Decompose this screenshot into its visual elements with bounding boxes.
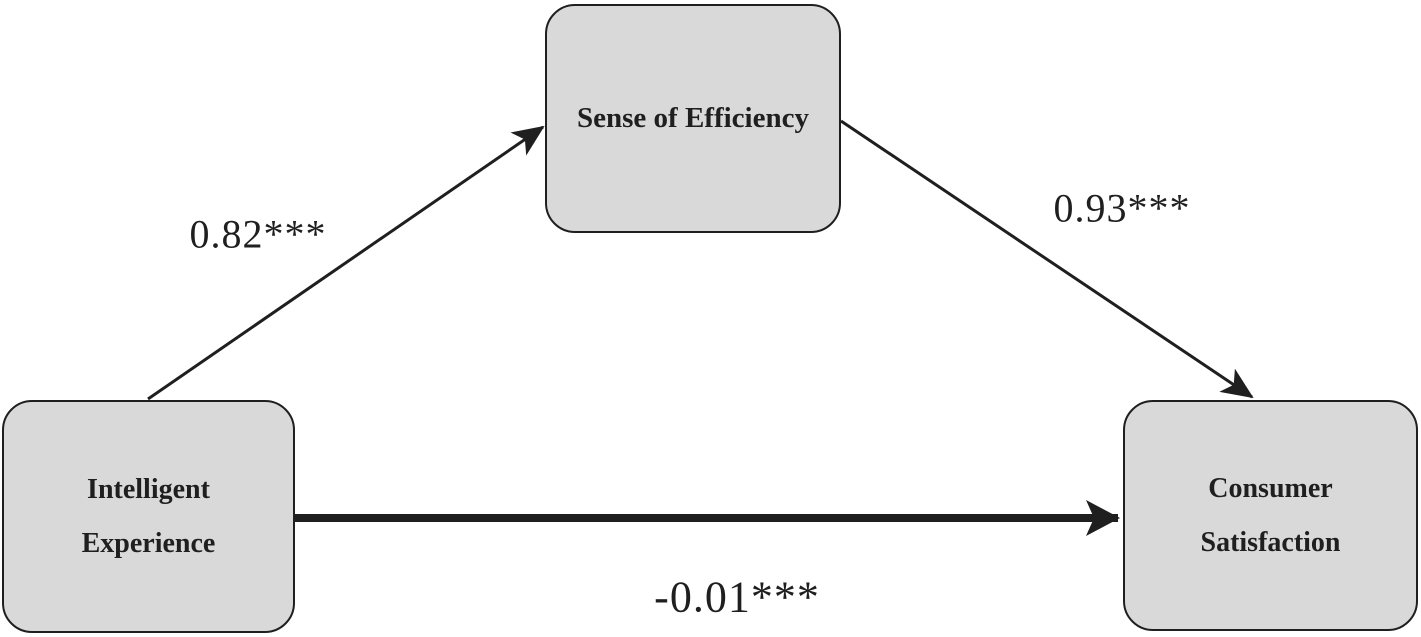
- node-consumer-satisfaction: Consumer Satisfaction: [1123, 400, 1418, 631]
- path-b-coefficient: 0.93***: [1053, 185, 1191, 231]
- path-b-arrow: [840, 119, 1254, 399]
- node-intelligent-experience: Intelligent Experience: [2, 400, 295, 633]
- path-a-coefficient: 0.82***: [189, 211, 327, 257]
- node-label-line2: Satisfaction: [1200, 526, 1341, 558]
- node-label-line1: Consumer: [1208, 472, 1333, 504]
- node-label: Sense of Efficiency: [577, 102, 809, 134]
- path-a-arrow: [147, 125, 545, 401]
- node-label-line1: Intelligent: [87, 473, 210, 505]
- path-c-coefficient: -0.01***: [654, 572, 820, 622]
- node-label-line2: Experience: [81, 527, 216, 559]
- node-sense-of-efficiency: Sense of Efficiency: [545, 4, 841, 233]
